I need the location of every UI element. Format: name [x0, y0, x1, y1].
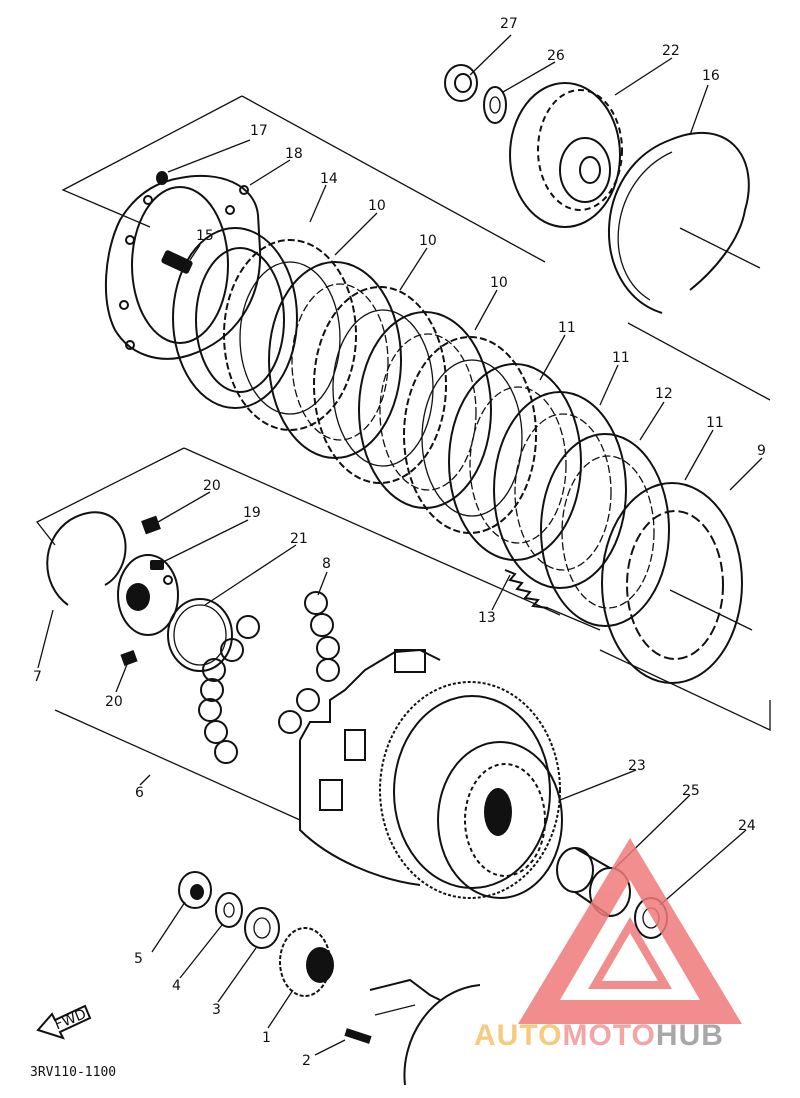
callout-23: 23 [628, 758, 646, 774]
circlip-7 [46, 511, 127, 606]
clutch-plate-12 [540, 433, 670, 627]
washer-3 [244, 907, 280, 949]
friction-plate-10c [403, 336, 537, 534]
callout-22: 22 [662, 43, 680, 59]
friction-plate-10b [313, 286, 447, 484]
callout-11a: 11 [558, 320, 576, 336]
basket-group-frame [35, 447, 771, 821]
clutch-plate-11a [448, 363, 582, 561]
plate-group-frame [61, 95, 771, 401]
callout-11b: 11 [612, 350, 630, 366]
callout-12: 12 [655, 386, 673, 402]
callout-25: 25 [682, 783, 700, 799]
friction-plate-14 [172, 227, 298, 409]
callout-13: 13 [478, 610, 496, 626]
clutch-plate-11b [493, 391, 627, 589]
spring-15 [161, 250, 193, 274]
callout-21: 21 [290, 531, 308, 547]
clutch-boss-22 [509, 82, 623, 228]
callout-11c: 11 [706, 415, 724, 431]
callout-26: 26 [547, 48, 565, 64]
callout-16: 18 [285, 146, 303, 162]
fwd-arrow-icon: FWD [36, 1004, 92, 1040]
callout-7: 7 [33, 669, 42, 685]
cam-plate-19 [117, 554, 179, 636]
svg-text:AUTOMOTOHUB: AUTOMOTOHUB [474, 1019, 724, 1052]
leader-lines [37, 34, 763, 1056]
callout-labels: 27 26 22 16 17 18 14 15 10 10 10 11 11 1… [33, 16, 766, 1069]
callout-3: 3 [212, 1002, 221, 1018]
callout-14: 14 [320, 171, 338, 187]
clutch-housing-6 [299, 648, 561, 899]
spring-13 [504, 569, 601, 631]
callout-15: 15 [196, 228, 214, 244]
watermark-hub: HUB [656, 1019, 724, 1052]
callout-17: 17 [250, 123, 268, 139]
callout-10a: 10 [368, 198, 386, 214]
pin-20-upper [141, 515, 161, 535]
nut-27 [444, 64, 478, 102]
ring-21 [167, 598, 233, 672]
callout-4: 4 [172, 978, 181, 994]
fwd-label: FWD [52, 1006, 88, 1033]
callout-6: 6 [135, 785, 144, 801]
gear-1 [279, 927, 334, 997]
callout-8: 8 [322, 556, 331, 572]
callout-18: 16 [702, 68, 720, 84]
circlip-18 [608, 131, 761, 314]
watermark-moto: MOTO [562, 1019, 655, 1052]
callout-19: 19 [243, 505, 261, 521]
key-2 [344, 1028, 372, 1044]
callout-24: 24 [738, 818, 756, 834]
balls-8 [198, 591, 340, 764]
friction-plate-10a [223, 239, 357, 431]
crankshaft [369, 978, 481, 1086]
pin-20-lower [120, 649, 138, 667]
callout-27: 27 [500, 16, 518, 32]
friction-plate-9 [601, 482, 753, 684]
callout-1: 1 [262, 1030, 271, 1046]
callout-20-upper: 20 [203, 478, 221, 494]
nut-5 [178, 871, 212, 909]
callout-5: 5 [134, 951, 143, 967]
callout-9: 9 [757, 443, 766, 459]
callout-2: 2 [302, 1053, 311, 1069]
callout-10b: 10 [419, 233, 437, 249]
thrust-ring-23 [437, 741, 563, 899]
pressure-plate-16 [105, 174, 262, 360]
drawing-code: 3RV110-1100 [30, 1065, 116, 1080]
callout-10c: 10 [490, 275, 508, 291]
watermark-triangle-icon [518, 838, 742, 1024]
washer-26 [483, 86, 507, 124]
bearing-17 [156, 171, 168, 185]
watermark-auto: AUTO [474, 1019, 562, 1052]
watermark-logo: AUTOMOTOHUB [474, 838, 742, 1052]
washer-4 [215, 892, 243, 928]
callout-20-lower: 20 [105, 694, 123, 710]
